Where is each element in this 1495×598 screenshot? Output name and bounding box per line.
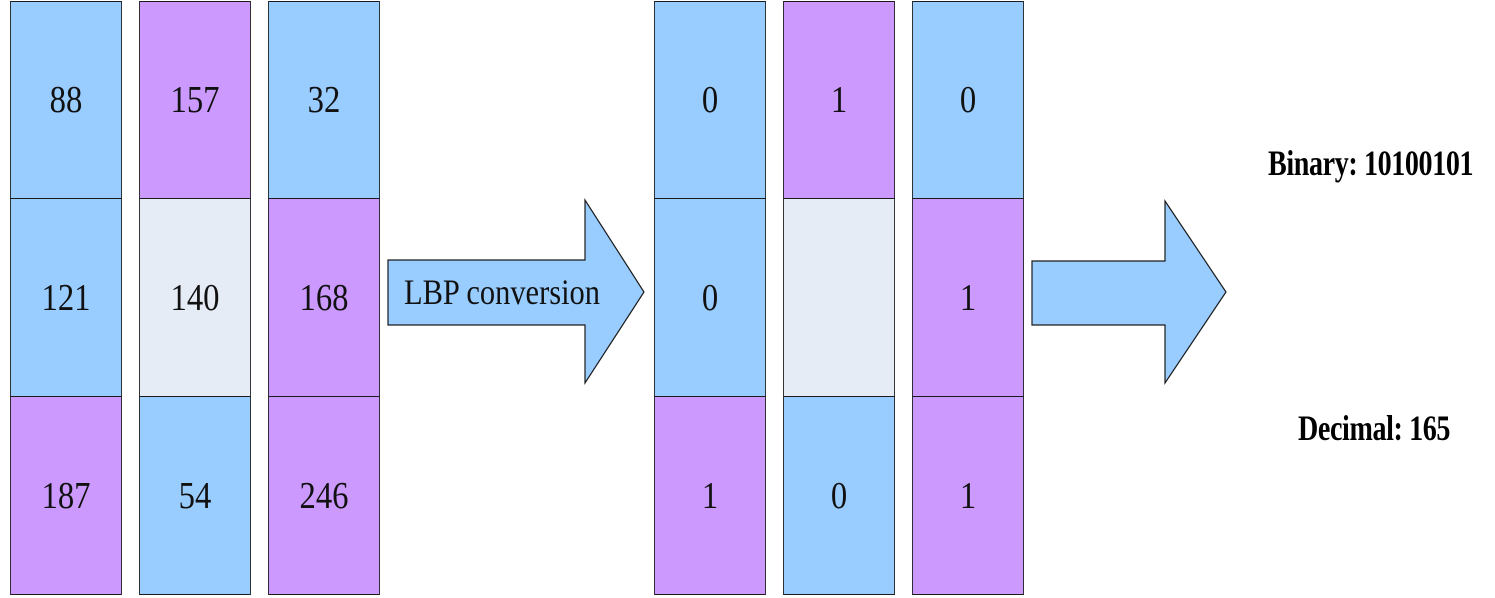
input-cell: 54 xyxy=(139,396,251,595)
input-cell: 121 xyxy=(10,198,122,397)
binary-cell: 1 xyxy=(912,198,1024,397)
input-cell: 157 xyxy=(139,1,251,199)
output-arrow xyxy=(1031,199,1227,385)
lbp-conversion-arrow: LBP conversion xyxy=(387,197,645,386)
lbp-conversion-label: LBP conversion xyxy=(404,272,600,312)
input-pixel-grid: 88 157 32 121 140 168 187 54 246 xyxy=(1,1,388,595)
binary-cell: 0 xyxy=(654,1,766,199)
decimal-result-label: Decimal: 165 xyxy=(1298,408,1451,448)
binary-pattern-grid: 0 1 0 0 1 1 0 1 xyxy=(645,1,1032,595)
binary-center-cell xyxy=(783,198,895,397)
binary-result-label: Binary: 10100101 xyxy=(1268,143,1474,183)
input-center-cell: 140 xyxy=(139,198,251,397)
binary-cell: 0 xyxy=(783,396,895,595)
input-cell: 246 xyxy=(268,396,380,595)
input-cell: 187 xyxy=(10,396,122,595)
input-cell: 168 xyxy=(268,198,380,397)
binary-cell: 0 xyxy=(654,198,766,397)
binary-cell: 0 xyxy=(912,1,1024,199)
input-cell: 88 xyxy=(10,1,122,199)
input-cell: 32 xyxy=(268,1,380,199)
binary-cell: 1 xyxy=(783,1,895,199)
binary-cell: 1 xyxy=(654,396,766,595)
binary-cell: 1 xyxy=(912,396,1024,595)
